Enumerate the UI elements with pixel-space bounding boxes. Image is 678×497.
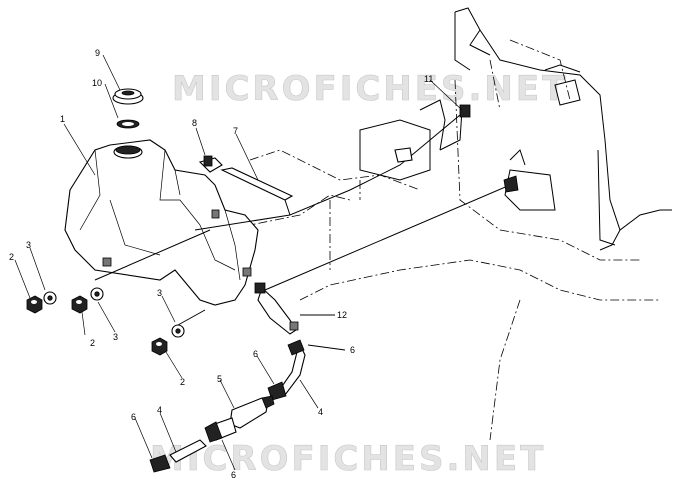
washer-lower <box>171 324 185 338</box>
callout-3-mid: 3 <box>113 332 118 342</box>
washer-mid <box>90 287 104 301</box>
callout-6-pump-right: 6 <box>253 349 258 359</box>
leader-lines <box>14 54 463 471</box>
callout-8: 8 <box>192 118 197 128</box>
callout-6-lower-left: 6 <box>131 412 136 422</box>
watermark-bottom: MICROFICHES.NET <box>150 439 546 479</box>
callout-2-mid: 2 <box>90 338 95 348</box>
vent-fitting <box>198 155 223 173</box>
callout-1: 1 <box>60 114 65 124</box>
fuel-valve <box>284 104 471 216</box>
washer-left <box>43 291 57 305</box>
nut-mid <box>71 295 88 314</box>
watermark-top: MICROFICHES.NET <box>172 69 568 109</box>
callout-10: 10 <box>92 78 102 88</box>
gas-cap <box>112 88 144 105</box>
nut-lower <box>151 337 168 356</box>
fuel-hose <box>267 339 346 401</box>
callout-6-bottom: 6 <box>231 470 236 480</box>
callout-12: 12 <box>337 310 347 320</box>
nut-left <box>26 295 43 314</box>
callout-3-left: 3 <box>26 240 31 250</box>
callout-7: 7 <box>233 126 238 136</box>
callout-9: 9 <box>95 48 100 58</box>
callout-3-lower: 3 <box>157 288 162 298</box>
callout-2-left: 2 <box>9 252 14 262</box>
fuel-pump <box>204 395 275 443</box>
callout-4-upper: 4 <box>318 407 323 417</box>
vent-line <box>220 167 294 201</box>
fuel-lines <box>94 175 519 326</box>
outlet-fitting <box>254 282 335 335</box>
callouts: 1 2 2 2 3 3 3 4 4 5 6 6 6 6 7 8 9 10 11 … <box>9 48 433 480</box>
callout-4-lower: 4 <box>157 405 162 415</box>
lower-hose <box>149 439 207 473</box>
callout-2-lower: 2 <box>180 377 185 387</box>
callout-11: 11 <box>424 74 433 84</box>
fuel-tank <box>64 139 259 306</box>
cap-gasket <box>116 119 140 129</box>
callout-5: 5 <box>217 374 222 384</box>
callout-6-right: 6 <box>350 345 355 355</box>
